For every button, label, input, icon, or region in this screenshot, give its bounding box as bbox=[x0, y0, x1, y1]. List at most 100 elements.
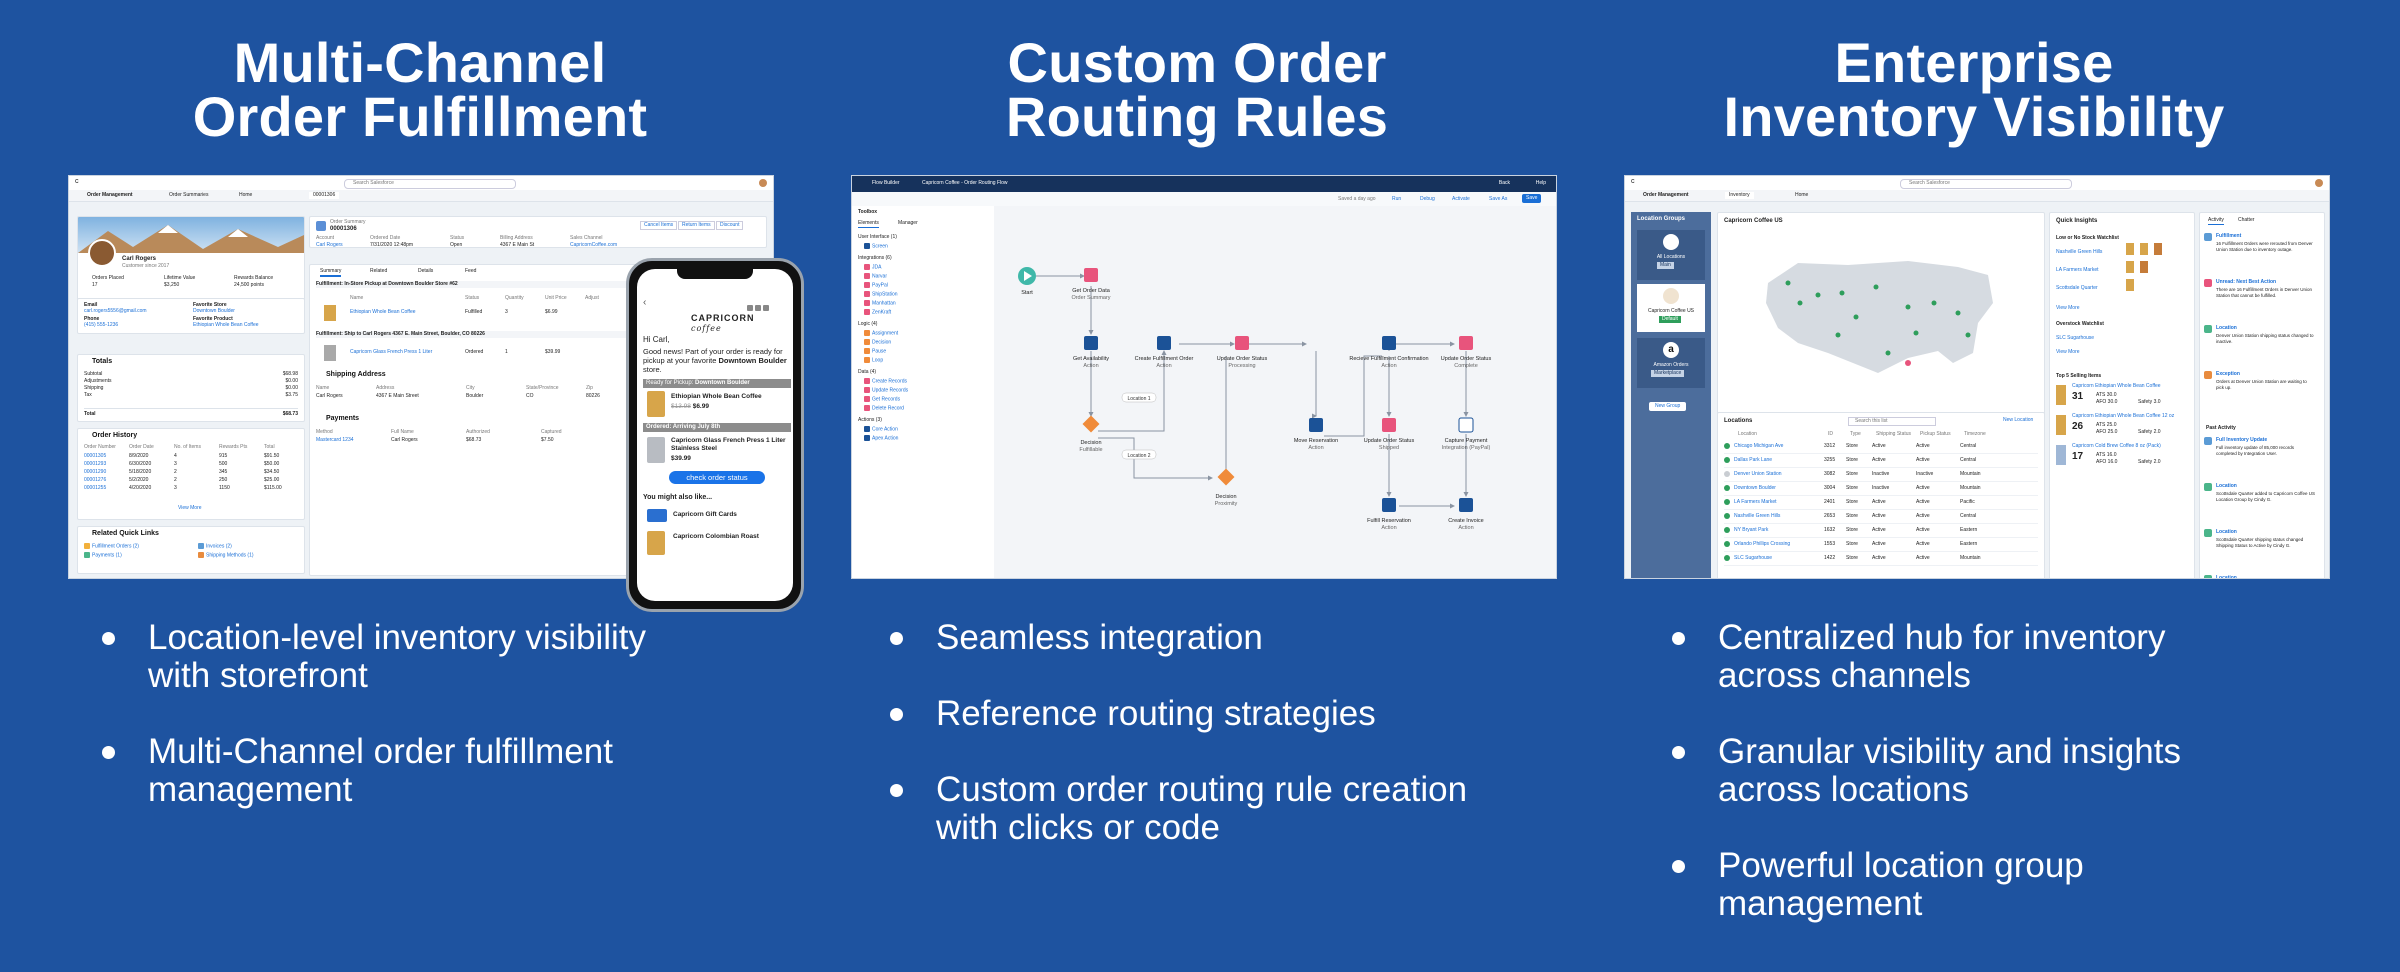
store-marker[interactable] bbox=[1885, 350, 1891, 356]
location-search-input[interactable]: Search this list bbox=[1848, 417, 1936, 426]
toolbox-item[interactable]: ZenKraft bbox=[864, 309, 891, 316]
fav-store-link[interactable]: Downtown Boulder bbox=[193, 308, 235, 314]
flow-node-receive-confirmation[interactable] bbox=[1382, 336, 1396, 350]
quick-link[interactable]: Shipping Methods (1) bbox=[198, 552, 254, 559]
store-marker[interactable] bbox=[1797, 300, 1803, 306]
toolbox-item[interactable]: JDA bbox=[864, 264, 881, 271]
tab-manager[interactable]: Manager bbox=[898, 220, 918, 226]
flow-node-get-order-data[interactable] bbox=[1084, 268, 1098, 282]
tab-order[interactable]: 00001306 bbox=[309, 192, 340, 199]
avatar[interactable] bbox=[2315, 179, 2323, 187]
tab-inventory[interactable]: Inventory bbox=[1725, 192, 1754, 199]
quick-link[interactable]: Invoices (2) bbox=[198, 543, 232, 550]
help-button[interactable]: Help bbox=[1535, 180, 1546, 186]
toolbox-item[interactable]: Core Action bbox=[864, 426, 898, 433]
low-stock-store[interactable]: Nashville Green Hills bbox=[2056, 249, 2103, 255]
new-location-button[interactable]: New Location bbox=[2003, 417, 2034, 423]
top-item[interactable]: Capricorn Ethiopian Whole Bean Coffee 12… bbox=[2056, 413, 2190, 441]
top-item[interactable]: Capricorn Cold Brew Coffee 8 oz (Pack)17… bbox=[2056, 443, 2190, 471]
toolbox-item[interactable]: Get Records bbox=[864, 396, 900, 403]
flow-node-decision-proximity[interactable] bbox=[1217, 468, 1235, 486]
toolbox-item[interactable]: Update Records bbox=[864, 387, 908, 394]
overstock-store[interactable]: SLC Sugarhouse bbox=[2056, 335, 2095, 341]
flow-node-create-fulfillment[interactable] bbox=[1157, 336, 1171, 350]
flow-node-get-availability[interactable] bbox=[1084, 336, 1098, 350]
toolbox-item[interactable]: Decision bbox=[864, 339, 891, 346]
activate-button[interactable]: Activate bbox=[1452, 196, 1470, 202]
toolbox-item[interactable]: Manhattan bbox=[864, 300, 896, 307]
reply-icon[interactable] bbox=[763, 304, 769, 311]
run-button[interactable]: Run bbox=[1392, 196, 1402, 202]
store-marker[interactable] bbox=[1955, 310, 1961, 316]
toolbox-section-title[interactable]: User Interface (1) bbox=[858, 234, 897, 240]
save-as-button[interactable]: Save As bbox=[1489, 196, 1508, 202]
toolbox-section-title[interactable]: Data (4) bbox=[858, 369, 877, 375]
flow-node-update-status-shipped[interactable] bbox=[1382, 418, 1396, 432]
toolbox-section-title[interactable]: Logic (4) bbox=[858, 321, 878, 327]
flow-node-capture-payment[interactable] bbox=[1458, 417, 1474, 433]
tab-summary[interactable]: Summary bbox=[320, 268, 342, 277]
toolbox-item[interactable]: Create Records bbox=[864, 378, 907, 385]
group-all-locations[interactable]: All Locations Main bbox=[1637, 230, 1705, 280]
cancel-items-button[interactable]: Cancel Items bbox=[640, 221, 678, 230]
return-items-button[interactable]: Return Items bbox=[678, 221, 715, 230]
tab-activity[interactable]: Activity bbox=[2208, 217, 2224, 225]
tab-feed[interactable]: Feed bbox=[465, 268, 477, 274]
toolbox-item[interactable]: Screen bbox=[864, 243, 888, 250]
group-amazon[interactable]: a Amazon Orders Marketplace bbox=[1637, 338, 1705, 388]
save-button[interactable]: Save bbox=[1522, 194, 1542, 203]
tab-elements[interactable]: Elements bbox=[858, 220, 879, 228]
toolbox-item[interactable]: Loop bbox=[864, 357, 883, 364]
folder-icon[interactable] bbox=[755, 304, 761, 311]
store-marker[interactable] bbox=[1815, 292, 1821, 298]
flow-node-update-status-complete[interactable] bbox=[1459, 336, 1473, 350]
activity-item[interactable]: Location bbox=[2204, 573, 2320, 578]
low-stock-store[interactable]: LA Farmers Market bbox=[2056, 267, 2099, 273]
toolbox-item[interactable]: Pause bbox=[864, 348, 886, 355]
avatar[interactable] bbox=[759, 179, 767, 187]
view-more-link[interactable]: View More bbox=[2056, 349, 2080, 355]
tab-related[interactable]: Related bbox=[370, 268, 388, 274]
view-more-link[interactable]: View More bbox=[178, 505, 202, 511]
flow-node-fulfill-reservation[interactable] bbox=[1382, 498, 1396, 512]
tab-order-summaries[interactable]: Order Summaries bbox=[169, 192, 209, 198]
global-search[interactable]: Search Salesforce bbox=[1900, 179, 2072, 189]
store-marker[interactable] bbox=[1905, 304, 1911, 310]
flow-node-create-invoice[interactable] bbox=[1459, 498, 1473, 512]
toolbox-section-title[interactable]: Integrations (6) bbox=[858, 255, 892, 261]
store-marker[interactable] bbox=[1835, 332, 1841, 338]
toolbox-item[interactable]: Apex Action bbox=[864, 435, 898, 442]
toolbox-item[interactable]: ShipStation bbox=[864, 291, 898, 298]
check-order-status-button[interactable]: check order status bbox=[669, 471, 765, 484]
quick-link[interactable]: Payments (1) bbox=[84, 552, 122, 559]
toolbox-item[interactable]: PayPal bbox=[864, 282, 888, 289]
tab-chatter[interactable]: Chatter bbox=[2238, 217, 2255, 223]
view-more-link[interactable]: View More bbox=[2056, 305, 2080, 311]
store-marker[interactable] bbox=[1785, 280, 1791, 286]
phone-link[interactable]: (415) 555-1236 bbox=[84, 322, 119, 328]
tab-home[interactable]: Home bbox=[239, 192, 253, 198]
debug-button[interactable]: Debug bbox=[1420, 196, 1435, 202]
flow-node-update-status-processing[interactable] bbox=[1235, 336, 1249, 350]
back-chevron-icon[interactable]: ‹ bbox=[643, 297, 647, 308]
store-marker[interactable] bbox=[1913, 330, 1919, 336]
